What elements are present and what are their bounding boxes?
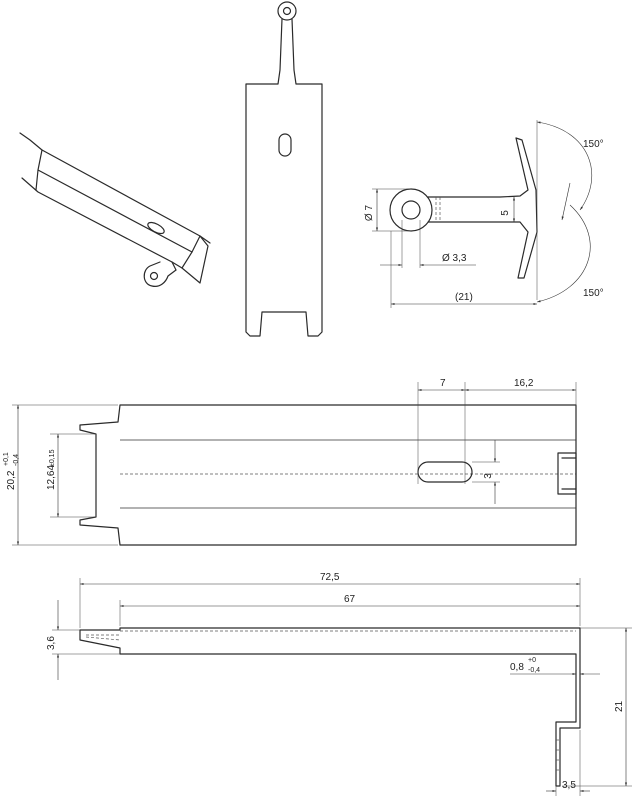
pin-diameter-label: Ø 3,3 bbox=[442, 253, 467, 264]
sheet-0-8-tol-lower: -0,4 bbox=[528, 667, 540, 674]
thickness-3-6-label: 3,6 bbox=[46, 636, 57, 650]
width-20-2-tol-lower: -0,4 bbox=[13, 454, 20, 466]
slot-pos-16-2-label: 16,2 bbox=[514, 378, 534, 389]
width-20-2-label: 20,2 bbox=[6, 470, 17, 490]
length-72-5-label: 72,5 bbox=[320, 572, 340, 583]
hole-diameter-label: Ø 7 bbox=[364, 205, 375, 222]
width-20-2-tol-upper: +0,1 bbox=[3, 452, 10, 466]
profile-view: 72,5 67 3,6 0,8 +0 -0,4 21 3,5 bbox=[46, 572, 632, 796]
sheet-0-8-label: 0,8 bbox=[510, 662, 524, 673]
height-21-label: 21 bbox=[614, 700, 625, 712]
side-view: 150° 150° Ø 7 Ø 3,3 5 (21) bbox=[364, 120, 604, 308]
angle-bottom-label: 150° bbox=[583, 288, 604, 299]
length-67-label: 67 bbox=[344, 594, 356, 605]
width-12-64-tolerance: ±0,15 bbox=[49, 449, 56, 467]
slot-pos-7-label: 7 bbox=[440, 378, 446, 389]
depth-5-label: 5 bbox=[500, 210, 511, 216]
length-21-ref-label: (21) bbox=[455, 292, 473, 303]
slot-width-3-label: 3 bbox=[483, 473, 494, 479]
width-12-64-label: 12,64 bbox=[46, 465, 57, 490]
isometric-view bbox=[19, 132, 211, 287]
angle-top-label: 150° bbox=[583, 139, 604, 150]
flange-3-5-label: 3,5 bbox=[562, 780, 576, 791]
sheet-0-8-tol-upper: +0 bbox=[528, 657, 536, 664]
plan-view: 7 16,2 3 12,64 ±0,15 20,2 +0,1 -0,4 bbox=[3, 378, 577, 546]
front-view-plate bbox=[245, 1, 323, 337]
